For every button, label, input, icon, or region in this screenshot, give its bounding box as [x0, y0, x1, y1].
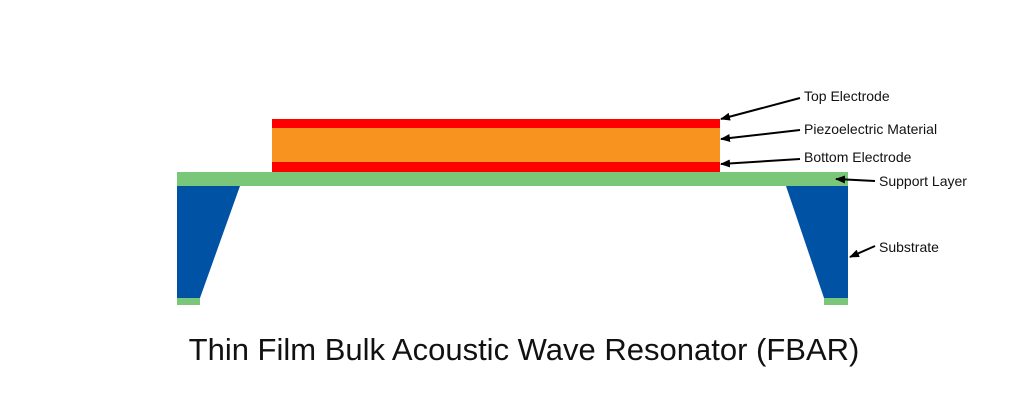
substrate-arrow: [849, 245, 876, 258]
top-electrode: [272, 119, 720, 128]
support-layer-label: Support Layer: [879, 173, 967, 189]
support-layer-arrow: [835, 175, 876, 184]
top-electrode-label: Top Electrode: [804, 88, 890, 104]
bottom-electrode: [272, 162, 720, 172]
top-electrode-arrow: [720, 97, 801, 121]
support-layer: [177, 172, 848, 186]
bottom-electrode-label: Bottom Electrode: [804, 149, 912, 165]
diagram-caption: Thin Film Bulk Acoustic Wave Resonator (…: [189, 332, 860, 367]
substrate-left: [177, 186, 240, 298]
substrate-label: Substrate: [879, 239, 939, 255]
piezoelectric-layer: [272, 128, 720, 162]
support-foot-right: [824, 298, 848, 305]
piezoelectric-label: Piezoelectric Material: [804, 121, 937, 137]
bottom-electrode-arrow: [720, 158, 801, 168]
piezoelectric-arrow: [720, 129, 801, 142]
substrate-right: [786, 186, 848, 298]
support-foot-left: [177, 298, 200, 305]
